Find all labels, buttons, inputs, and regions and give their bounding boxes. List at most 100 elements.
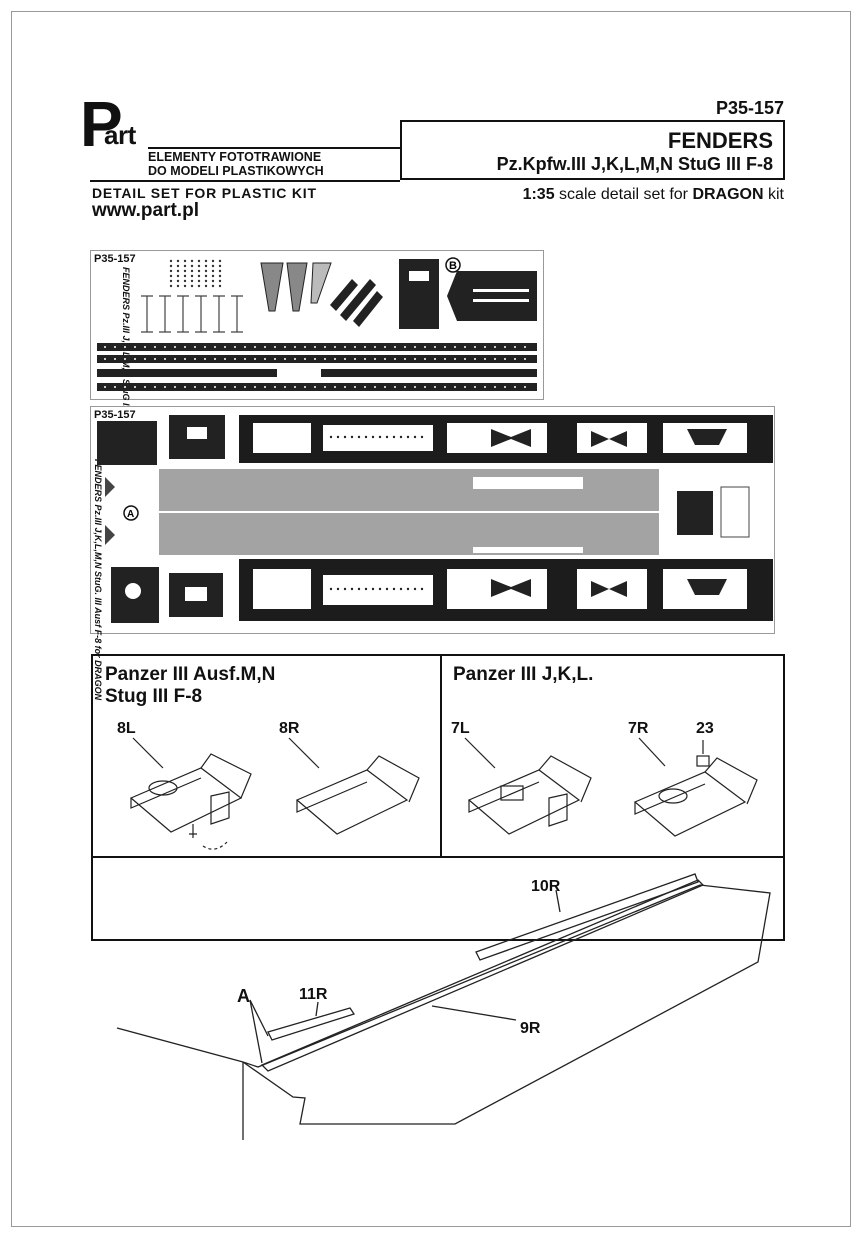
- rail-hole: [514, 346, 516, 348]
- rail-hole: [154, 358, 156, 360]
- scale-line: 1:35 scale detail set for DRAGON kit: [523, 186, 784, 204]
- rail-hole: [384, 346, 386, 348]
- plate-hole: [343, 587, 347, 591]
- rail-hole: [304, 346, 306, 348]
- rail-hole: [504, 346, 506, 348]
- rail-hole: [384, 386, 386, 388]
- rail-hole: [284, 386, 286, 388]
- product-code: P35-157: [715, 98, 784, 118]
- rail-hole: [354, 358, 356, 360]
- label-a: A: [237, 986, 250, 1006]
- plate-hole: [371, 435, 375, 439]
- rail-hole: [214, 358, 216, 360]
- kit-brand: DRAGON: [692, 186, 764, 203]
- plate-hole: [413, 587, 417, 591]
- rail-hole: [214, 346, 216, 348]
- subtitle-polish: ELEMENTY FOTOTRAWIONE DO MODELI PLASTIKO…: [148, 150, 388, 178]
- etched-dot: [218, 269, 222, 273]
- rail-hole: [524, 358, 526, 360]
- page-frame: [11, 11, 851, 1227]
- plate-hole: [399, 435, 403, 439]
- etched-dot: [169, 269, 173, 273]
- plate-hole: [350, 435, 354, 439]
- rail-hole: [334, 346, 336, 348]
- plate-hole: [392, 587, 396, 591]
- scale-value: 1:35: [522, 186, 555, 203]
- etched-dot: [211, 264, 215, 268]
- etched-dot: [183, 274, 187, 278]
- rail-hole: [124, 386, 126, 388]
- etched-dot: [197, 264, 201, 268]
- etched-dot: [211, 269, 215, 273]
- rail-hole: [204, 358, 206, 360]
- fret-b-letter: B: [449, 260, 457, 272]
- fret-b-artwork: B: [97, 257, 537, 391]
- etched-dot: [176, 264, 180, 268]
- fret-sheet-b: P35-157 FENDERS Pz.III J,K,L,M,N StuG II…: [90, 250, 544, 506]
- rail-hole: [254, 358, 256, 360]
- label-8r: 8R: [279, 720, 300, 737]
- plate-hole: [392, 435, 396, 439]
- plate-hole: [371, 587, 375, 591]
- fret-sheet-a: P35-157 FENDERS Pz.III J,K,L,M,N StuG. I…: [90, 406, 775, 700]
- subtitle-line-2: DO MODELI PLASTIKOWYCH: [148, 164, 324, 178]
- rail-hole: [194, 358, 196, 360]
- label-23: 23: [696, 720, 714, 737]
- plate-hole: [357, 587, 361, 591]
- rail-hole: [104, 386, 106, 388]
- etched-dot: [190, 264, 194, 268]
- rail-hole: [144, 386, 146, 388]
- rail-hole: [304, 358, 306, 360]
- etched-dot: [183, 279, 187, 283]
- etched-dot: [197, 269, 201, 273]
- plate-hole: [364, 435, 368, 439]
- etched-dot: [176, 274, 180, 278]
- etched-dot: [183, 284, 187, 288]
- fret-a-code: P35-157: [94, 409, 136, 421]
- rail-hole: [104, 358, 106, 360]
- rail-hole: [234, 386, 236, 388]
- etched-dot: [218, 279, 222, 283]
- plate-hole: [343, 435, 347, 439]
- rail-hole: [464, 346, 466, 348]
- plate-hole: [329, 587, 333, 591]
- rail-hole: [184, 346, 186, 348]
- website: www.part.pl: [92, 200, 199, 221]
- rail-hole: [334, 386, 336, 388]
- rail-hole: [184, 358, 186, 360]
- rail-hole: [364, 346, 366, 348]
- panel-left-heading-1: Panzer III Ausf.M,N: [105, 664, 276, 685]
- rail-hole: [524, 386, 526, 388]
- etched-dot: [183, 264, 187, 268]
- fret-a-letter: A: [127, 509, 134, 520]
- rail-hole: [524, 346, 526, 348]
- scale-text-end: kit: [763, 186, 784, 203]
- tagline: DETAIL SET FOR PLASTIC KIT: [92, 185, 317, 201]
- etched-dot: [204, 284, 208, 288]
- rail-hole: [454, 346, 456, 348]
- rail-hole: [374, 386, 376, 388]
- rail-hole: [334, 358, 336, 360]
- rail-hole: [454, 358, 456, 360]
- rail-hole: [304, 386, 306, 388]
- rail-hole: [244, 358, 246, 360]
- rail-hole: [174, 346, 176, 348]
- plate-hole: [364, 587, 368, 591]
- title-box: FENDERS Pz.Kpfw.III J,K,L,M,N StuG III F…: [400, 120, 785, 180]
- rail-hole: [424, 346, 426, 348]
- rail-hole: [444, 346, 446, 348]
- rail-hole: [494, 386, 496, 388]
- plate-hole: [336, 435, 340, 439]
- etched-dot: [169, 264, 173, 268]
- rail-hole: [344, 358, 346, 360]
- etched-dot: [211, 279, 215, 283]
- subtitle-line-1: ELEMENTY FOTOTRAWIONE: [148, 150, 322, 164]
- rail-hole: [324, 346, 326, 348]
- rail-hole: [264, 346, 266, 348]
- plate-hole: [350, 587, 354, 591]
- fret-a-artwork: A: [97, 415, 773, 623]
- plate-hole: [420, 435, 424, 439]
- rail-hole: [484, 386, 486, 388]
- rail-hole: [464, 358, 466, 360]
- label-9r: 9R: [520, 1020, 541, 1037]
